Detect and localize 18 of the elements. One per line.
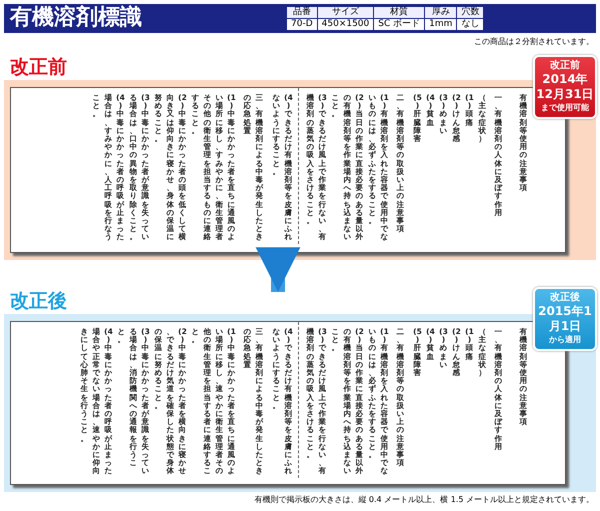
table-cell: 450×1500 [317, 18, 374, 30]
table-cell: 1mm [424, 18, 457, 30]
note-text: この商品は２分割されています。 [474, 36, 594, 47]
table-cell: なし [456, 18, 484, 30]
title: 有機溶剤標識 [10, 5, 142, 31]
down-arrow [256, 247, 300, 292]
table-cell: SC ボード [374, 18, 425, 30]
table-header-cell: 厚み [424, 6, 457, 18]
table-header-cell: 材質 [374, 6, 425, 18]
footnote-text: 有機則で掲示板の大きさは、縦 0.4 メートル以上、横 1.5 メートル以上と規定されています。 [254, 494, 594, 505]
section-heading: 改正前 [10, 56, 67, 78]
table-header-cell: 品番 [286, 6, 318, 18]
table-cell: 70-D [286, 18, 318, 30]
table-header-cell: 穴数 [456, 6, 484, 18]
date-badge: 改正後 2015年1月1日 から適用 [533, 287, 597, 351]
date-badge: 改正前 2014年12月31日 まで使用可能 [533, 55, 597, 119]
table-header-cell: サイズ [317, 6, 374, 18]
section-heading: 改正後 [10, 290, 67, 312]
